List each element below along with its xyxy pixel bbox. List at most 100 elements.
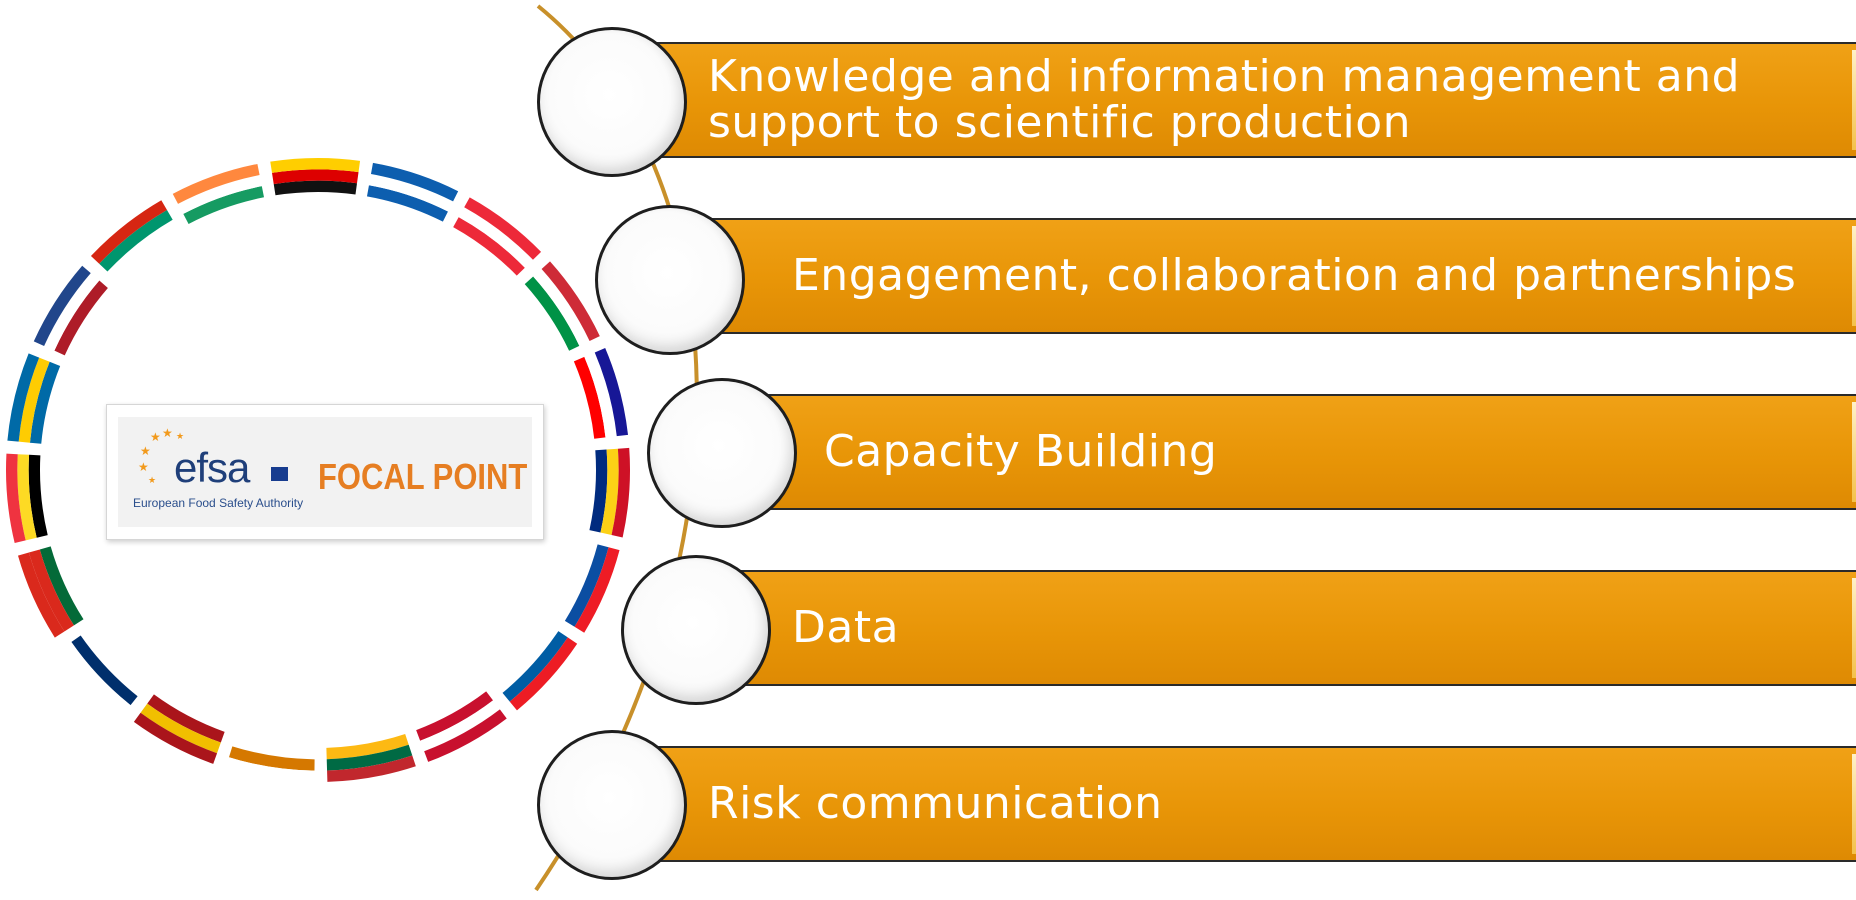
flag-stripe xyxy=(495,624,559,693)
flag-stripe xyxy=(574,547,620,633)
flag-stripe xyxy=(533,268,590,346)
flag-germany xyxy=(270,158,361,196)
flag-stripe xyxy=(524,276,580,351)
flag-portugal xyxy=(17,546,84,638)
flag-greece xyxy=(366,162,459,222)
flag-stripe xyxy=(541,261,600,341)
flag-stripe xyxy=(600,448,619,535)
item-label: Knowledge and information management and… xyxy=(708,51,1741,148)
flag-slovakia xyxy=(555,541,620,633)
item-bar-risk: Risk communication xyxy=(640,746,1856,862)
flag-stripe xyxy=(420,700,500,752)
flag-denmark xyxy=(416,691,507,762)
flag-finland xyxy=(62,628,145,714)
flag-stripe xyxy=(555,541,598,621)
flag-stripe xyxy=(5,453,26,544)
flag-stripe xyxy=(17,454,37,541)
flag-stripe xyxy=(272,169,359,185)
flag-stripe xyxy=(62,641,131,714)
flag-stripe xyxy=(326,744,413,771)
flag-slovenia xyxy=(495,624,578,711)
flag-stripe xyxy=(326,733,409,760)
item-label: Data xyxy=(792,602,900,653)
flag-cyprus xyxy=(225,735,315,782)
flag-stripe xyxy=(594,348,629,437)
flag-stripe xyxy=(232,735,315,760)
flag-stripe xyxy=(458,207,533,268)
flag-bulgaria xyxy=(90,200,179,280)
flag-stripe xyxy=(28,549,74,632)
flag-belgium xyxy=(5,453,48,544)
item-label: Risk communication xyxy=(708,778,1163,829)
flag-stripe xyxy=(464,197,542,260)
flag-stripe xyxy=(228,746,315,771)
flag-stripe xyxy=(172,163,260,204)
flag-stripe xyxy=(71,635,138,706)
flag-stripe xyxy=(29,361,61,444)
flag-stripe xyxy=(28,454,48,538)
bullet-circle xyxy=(537,730,687,880)
flag-sweden xyxy=(7,353,61,444)
flag-stripe xyxy=(416,691,494,741)
flag-stripe xyxy=(564,544,609,627)
bullet-circle xyxy=(537,27,687,177)
item-label: Engagement, collaboration and partnershi… xyxy=(792,250,1797,301)
flag-stripe xyxy=(366,185,448,222)
item-bar-knowledge: Knowledge and information management and… xyxy=(640,42,1856,158)
flag-stripe xyxy=(54,280,108,356)
star-icon: ★ xyxy=(138,460,149,474)
flag-stripe xyxy=(502,631,568,702)
eu-flag-ring xyxy=(5,158,631,782)
flag-stripe xyxy=(33,265,91,346)
efsa-logo-card: ★ ★ ★ ★ ★ ★ efsa European Food Safety Au… xyxy=(106,404,544,540)
flag-stripe xyxy=(584,352,617,438)
flag-stripe xyxy=(99,210,173,272)
flag-stripe xyxy=(453,217,525,276)
focal-point-label: FOCAL POINT xyxy=(318,456,528,497)
flag-austria xyxy=(453,197,542,276)
flag-lithuania xyxy=(326,733,416,782)
flag-stripe xyxy=(225,757,315,782)
bullet-circle xyxy=(647,378,797,528)
flag-stripe xyxy=(80,628,145,697)
flag-stripe xyxy=(140,703,221,754)
flag-croatia xyxy=(573,348,629,439)
flag-spain xyxy=(133,694,225,764)
star-icon: ★ xyxy=(150,430,161,444)
flag-stripe xyxy=(368,174,454,212)
flag-romania xyxy=(589,447,631,538)
efsa-subtitle: European Food Safety Authority xyxy=(133,496,304,510)
flag-stripe xyxy=(90,200,167,264)
star-icon: ★ xyxy=(176,432,185,442)
flag-ireland xyxy=(172,163,265,224)
flag-stripe xyxy=(178,175,262,214)
flag-stripe xyxy=(17,552,65,638)
flag-stripe xyxy=(7,353,40,442)
flag-stripe xyxy=(589,449,608,533)
efsa-wordmark: efsa xyxy=(174,444,250,491)
flag-stripe xyxy=(273,180,358,196)
star-icon: ★ xyxy=(140,444,151,458)
item-label: Capacity Building xyxy=(824,426,1218,477)
logo-panel: ★ ★ ★ ★ ★ ★ efsa European Food Safety Au… xyxy=(118,417,532,527)
flag-stripe xyxy=(573,356,606,439)
flag-stripe xyxy=(44,273,100,351)
flag-stripe xyxy=(370,162,459,202)
bullet-circle xyxy=(595,205,745,355)
flag-stripe xyxy=(424,709,507,762)
flag-stripe xyxy=(18,357,50,443)
flag-stripe xyxy=(509,637,578,711)
flag-stripe xyxy=(270,158,361,173)
flag-stripe xyxy=(39,546,84,626)
item-bar-data: Data xyxy=(722,570,1856,686)
item-bar-capacity: Capacity Building xyxy=(748,394,1856,510)
flag-stripe xyxy=(611,447,631,538)
item-bar-engagement: Engagement, collaboration and partnershi… xyxy=(700,218,1856,334)
flag-stripe xyxy=(183,186,265,224)
bullet-circle xyxy=(621,555,771,705)
star-icon: ★ xyxy=(148,476,157,486)
flag-stripe xyxy=(327,755,416,782)
flag-stripe xyxy=(147,694,225,743)
